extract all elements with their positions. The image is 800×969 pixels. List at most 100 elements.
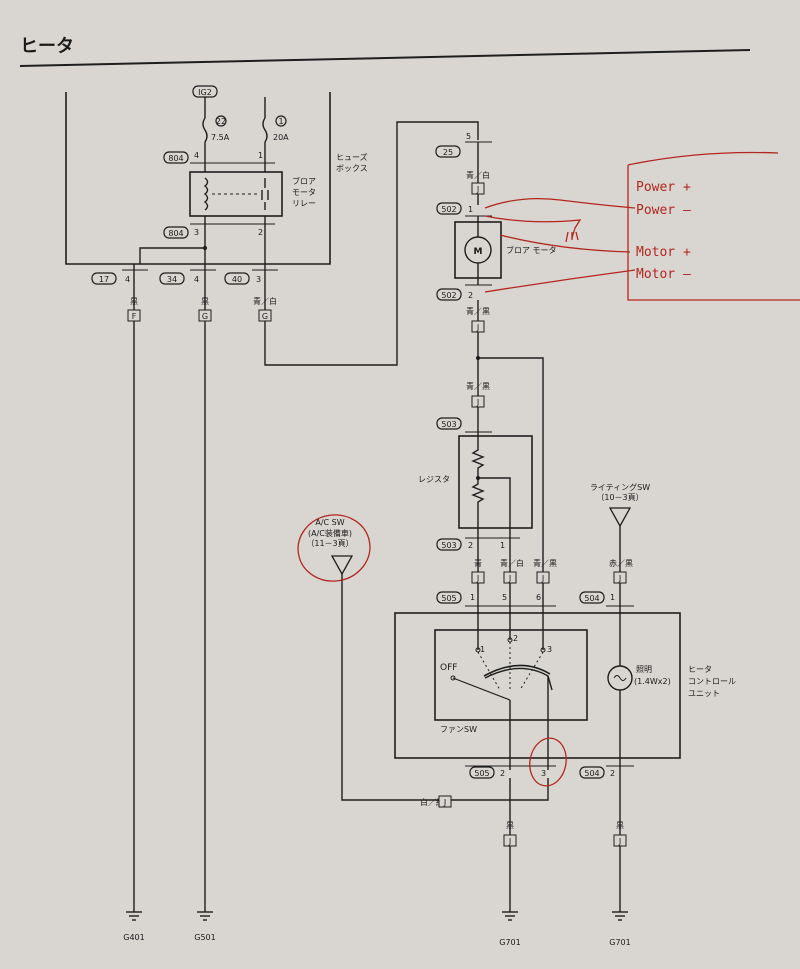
wire-blue-white: 青／白 bbox=[500, 558, 524, 568]
heater-control-unit: 青 青／白 青／黒 J J J 505 1 5 6 赤／黒 J 504 1 OF… bbox=[394, 526, 736, 912]
svg-text:J: J bbox=[476, 574, 479, 583]
svg-text:2: 2 bbox=[468, 291, 473, 300]
wire-red-black: 赤／黒 bbox=[609, 559, 633, 568]
connector-F: F bbox=[132, 312, 137, 321]
blower-motor-section: 5 25 青／白 J 502 1 M ブロア モータ 502 2 青／黒 J bbox=[435, 132, 557, 590]
ac-sw-label: A/C SW bbox=[315, 518, 344, 527]
unit-label-2: コントロール bbox=[688, 677, 736, 686]
lighting-switch-ref: ライティングSW （10－3頁） bbox=[590, 482, 650, 528]
fuse-box-outputs: 17 4 34 4 40 3 黒 F 黒 G 青／白 G bbox=[91, 121, 479, 912]
connector-25: 25 bbox=[443, 148, 453, 157]
svg-text:J: J bbox=[476, 185, 479, 194]
ground-g501: G501 bbox=[194, 933, 215, 942]
unit-label-3: ユニット bbox=[688, 689, 720, 698]
fuse-box: IG2 22 7.5A 1 20A 804 4 1 ブロア モータ リレー ヒュ… bbox=[65, 85, 368, 265]
page-title: ヒータ bbox=[20, 36, 74, 57]
ac-sw-page: （11－3頁） bbox=[306, 539, 353, 548]
svg-text:J: J bbox=[508, 837, 511, 846]
ground-g701-a: G701 bbox=[499, 938, 520, 947]
lighting-sw-page: （10－3頁） bbox=[596, 493, 643, 502]
wire-color-black-1: 黒 bbox=[130, 297, 138, 306]
wire-blue: 青 bbox=[474, 558, 482, 568]
connector-17: 17 bbox=[99, 275, 109, 284]
fuse-22-rating: 7.5A bbox=[211, 133, 230, 142]
connector-804-top: 804 bbox=[168, 154, 183, 163]
ground-g701-b: G701 bbox=[609, 938, 630, 947]
title-rule bbox=[19, 49, 751, 67]
connector-G-2: G bbox=[262, 312, 268, 321]
wire-blue-black-mid: 青／黒 bbox=[466, 381, 490, 391]
connector-504-bottom: 504 bbox=[584, 769, 599, 778]
wire-blue-black: 青／黒 bbox=[533, 558, 557, 568]
wire-blue-black-top: 青／黒 bbox=[466, 306, 490, 316]
annotation-bracket bbox=[627, 165, 800, 301]
fuse-1-icon bbox=[262, 117, 268, 143]
svg-text:5: 5 bbox=[466, 132, 471, 141]
lamp-label: 照明 bbox=[636, 665, 652, 674]
svg-text:2: 2 bbox=[500, 769, 505, 778]
svg-text:4: 4 bbox=[194, 275, 199, 284]
wire-blue-white-top: 青／白 bbox=[466, 170, 490, 180]
annotation-power-minus: Power – bbox=[636, 203, 691, 218]
relay-label-2: モータ bbox=[292, 188, 316, 197]
svg-text:1: 1 bbox=[500, 541, 505, 550]
lighting-sw-label: ライティングSW bbox=[590, 482, 650, 492]
svg-text:4: 4 bbox=[194, 151, 199, 160]
control-unit-box bbox=[394, 612, 681, 759]
svg-text:1: 1 bbox=[468, 205, 473, 214]
annotation-power-plus: Power + bbox=[636, 180, 691, 195]
relay-label-3: リレー bbox=[292, 199, 316, 208]
annotation-motor-plus: Motor + bbox=[636, 245, 691, 260]
fan-switch-label: ファンSW bbox=[440, 725, 477, 734]
relay-label-1: ブロア bbox=[292, 176, 316, 186]
resistor-box bbox=[458, 435, 533, 529]
ac-arrow-icon bbox=[330, 555, 354, 576]
connector-34: 34 bbox=[167, 275, 177, 284]
ground-g401: G401 bbox=[123, 933, 144, 942]
wire-white-green: 白／緑 bbox=[420, 797, 444, 807]
switch-blade bbox=[452, 677, 511, 701]
fuse-1-number: 1 bbox=[278, 117, 283, 126]
svg-text:3: 3 bbox=[256, 275, 261, 284]
annotation-circle-ac-sw bbox=[297, 514, 371, 582]
unit-label-1: ヒータ bbox=[688, 665, 712, 674]
resistor-section: 青／黒 J 503 レジスタ 503 2 1 bbox=[418, 358, 533, 551]
svg-text:2: 2 bbox=[610, 769, 615, 778]
svg-text:M: M bbox=[474, 247, 483, 257]
svg-text:2: 2 bbox=[468, 541, 473, 550]
svg-text:1: 1 bbox=[470, 593, 475, 602]
wire-color-blue-white: 青／白 bbox=[253, 296, 277, 306]
svg-text:J: J bbox=[443, 798, 446, 807]
svg-text:3: 3 bbox=[547, 645, 552, 654]
fuse-22-number: 22 bbox=[216, 117, 226, 126]
resistor-label: レジスタ bbox=[418, 475, 450, 484]
svg-text:1: 1 bbox=[610, 593, 615, 602]
svg-text:5: 5 bbox=[502, 593, 507, 602]
ground-wire-black-2: 黒 bbox=[616, 821, 624, 830]
ground-section: 黒 J 黒 J G401 G501 G701 G701 bbox=[123, 778, 631, 947]
svg-text:3: 3 bbox=[541, 769, 546, 778]
connector-502-bottom: 502 bbox=[441, 291, 456, 300]
ig2-label: IG2 bbox=[198, 88, 212, 97]
fan-switch-box bbox=[434, 629, 588, 721]
blower-motor-label: ブロア モータ bbox=[506, 245, 557, 255]
connector-G-1: G bbox=[202, 312, 208, 321]
wire-color-black-2: 黒 bbox=[201, 297, 209, 306]
connector-40: 40 bbox=[232, 275, 242, 284]
connector-505-bottom: 505 bbox=[474, 769, 489, 778]
fuse-22-icon bbox=[202, 117, 208, 143]
fuse-box-label-1: ヒューズ bbox=[336, 152, 368, 162]
ground-wire-black-1: 黒 bbox=[506, 821, 514, 830]
svg-text:J: J bbox=[618, 837, 621, 846]
connector-804-bottom: 804 bbox=[168, 229, 183, 238]
svg-text:1: 1 bbox=[480, 645, 485, 654]
blower-relay-box bbox=[189, 171, 283, 217]
annotation-circle-pin3 bbox=[529, 737, 567, 787]
connector-502-top: 502 bbox=[441, 205, 456, 214]
ac-switch-ref: A/C SW (A/C装備車) （11－3頁） 白／緑 J bbox=[306, 518, 549, 808]
svg-text:J: J bbox=[476, 398, 479, 407]
svg-text:6: 6 bbox=[536, 593, 541, 602]
lamp-rating: (1.4Wx2) bbox=[634, 677, 671, 686]
svg-text:J: J bbox=[541, 574, 544, 583]
svg-text:1: 1 bbox=[258, 151, 263, 160]
